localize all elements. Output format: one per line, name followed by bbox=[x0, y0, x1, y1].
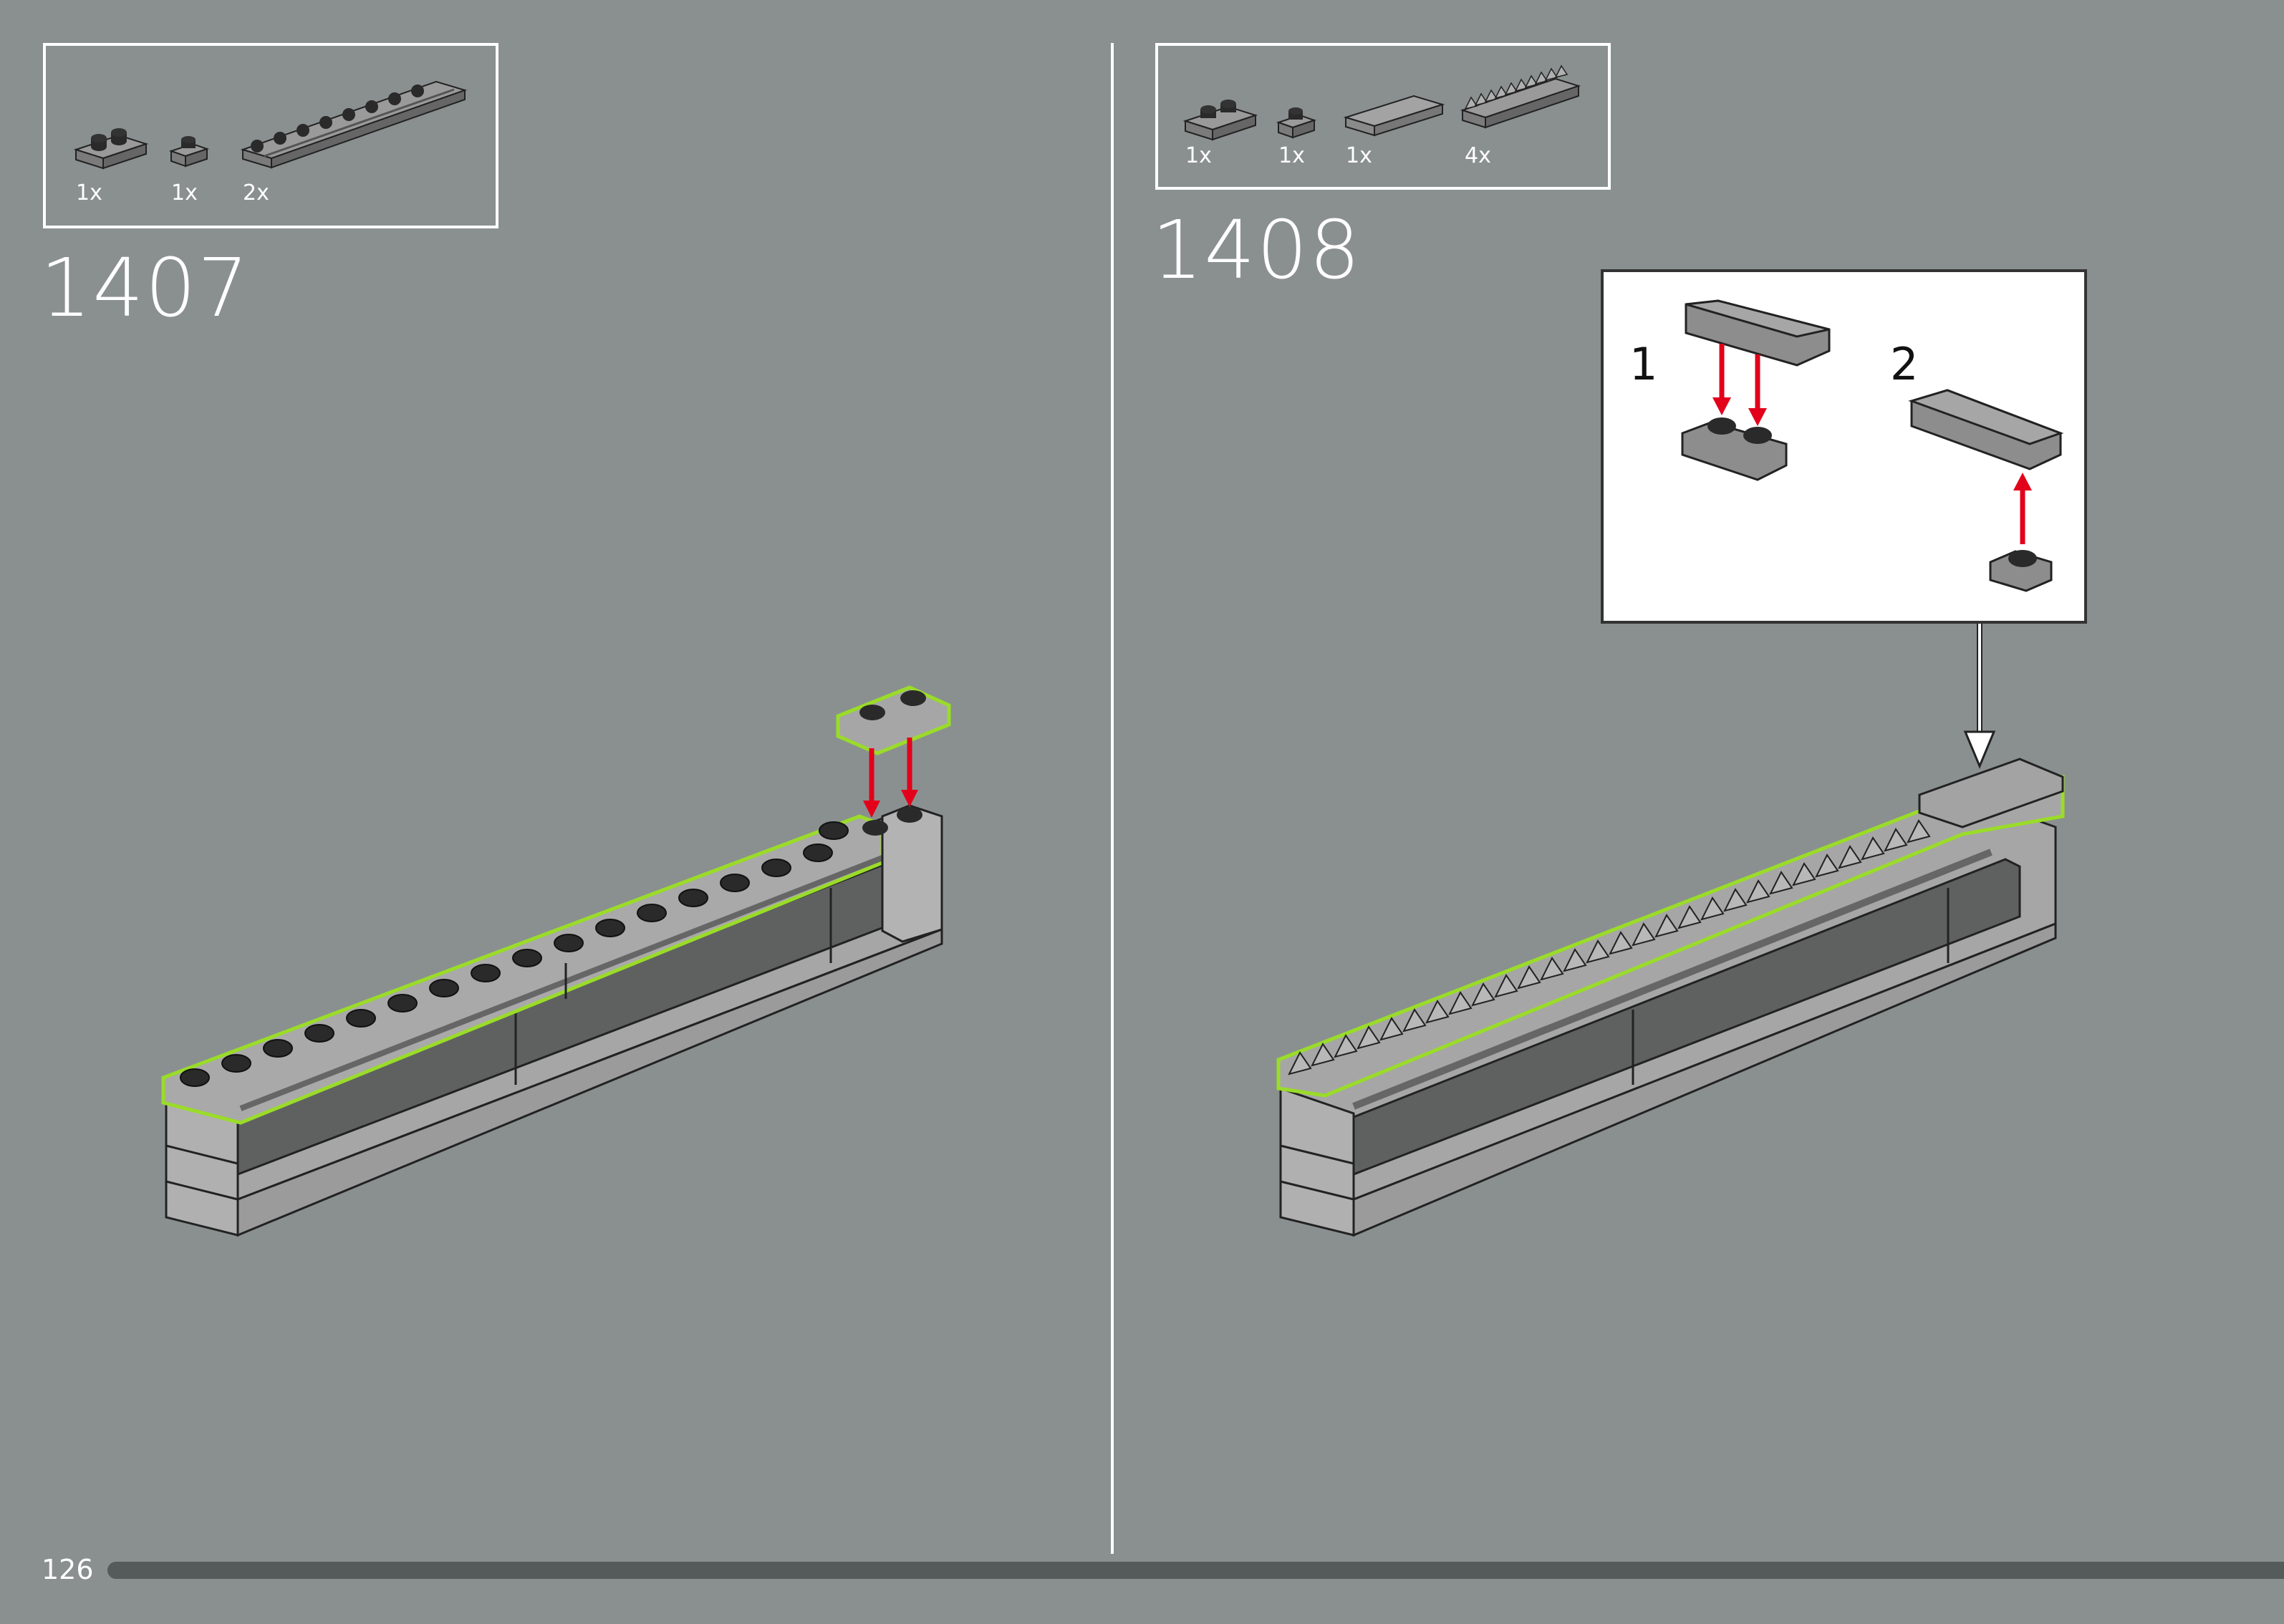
sub-assembly-callout: 1 2 bbox=[1601, 269, 2087, 624]
progress-bar bbox=[107, 1562, 2284, 1579]
sub-step-number-1: 1 bbox=[1629, 338, 1657, 390]
sub-step-1-illustration bbox=[1682, 301, 1829, 480]
model-wall-1408 bbox=[1278, 624, 2063, 1235]
sub-step-2-illustration bbox=[1912, 390, 2061, 591]
page-number: 126 bbox=[42, 1554, 94, 1585]
sub-step-number-2: 2 bbox=[1890, 338, 1918, 390]
model-wall-1407 bbox=[163, 687, 949, 1235]
